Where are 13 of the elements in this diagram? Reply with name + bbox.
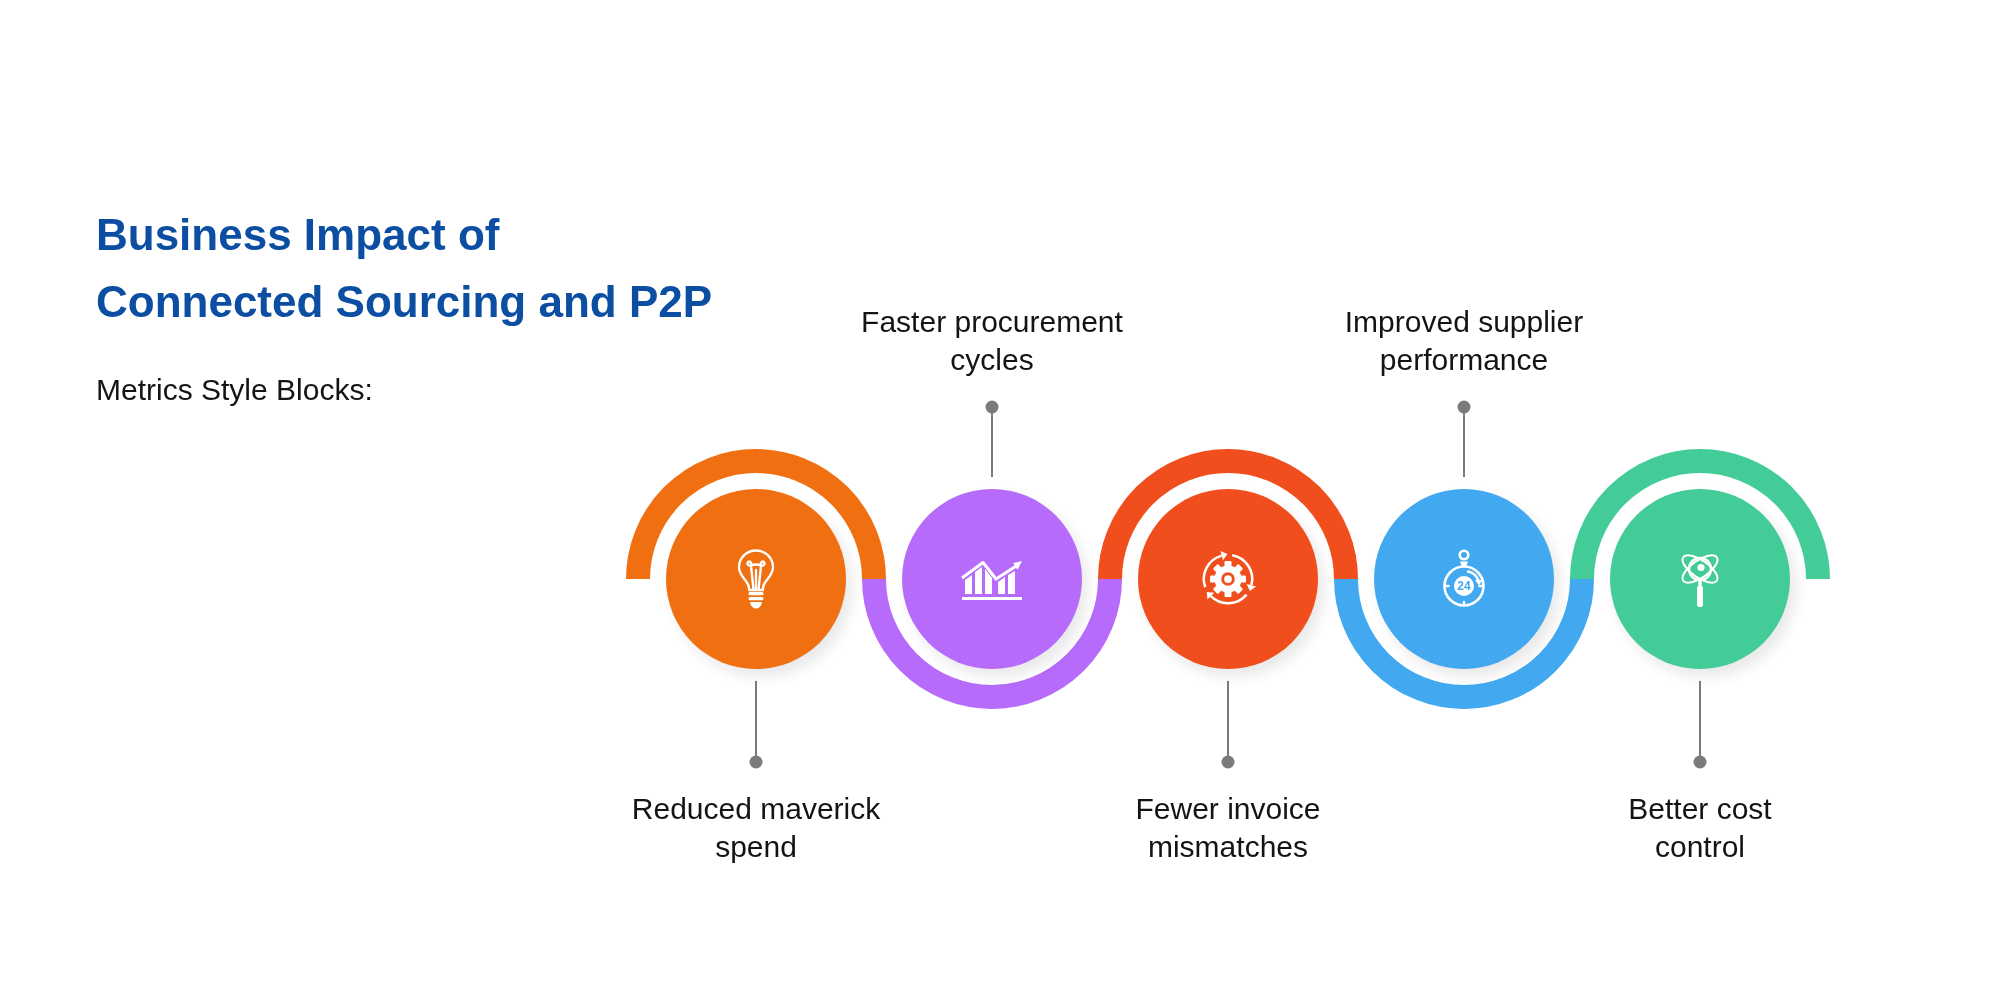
metric-label: Better cost control xyxy=(1627,790,1773,866)
leader-line xyxy=(1457,400,1471,478)
icon-number: 24 xyxy=(1457,580,1471,592)
metric-label: Improved supplier performance xyxy=(1343,303,1585,379)
section-label: Metrics Style Blocks: xyxy=(96,372,373,408)
diagram-title: Business Impact of Connected Sourcing and P2P xyxy=(96,209,714,328)
metric-label: Faster procurement cycles xyxy=(860,303,1124,379)
leader-line xyxy=(1693,680,1707,769)
leader-line xyxy=(1221,680,1235,769)
leader-line xyxy=(985,400,999,478)
leader-line xyxy=(749,680,763,769)
metric-label: Fewer invoice mismatches xyxy=(1134,790,1322,866)
metric-label: Reduced maverick spend xyxy=(630,790,882,866)
